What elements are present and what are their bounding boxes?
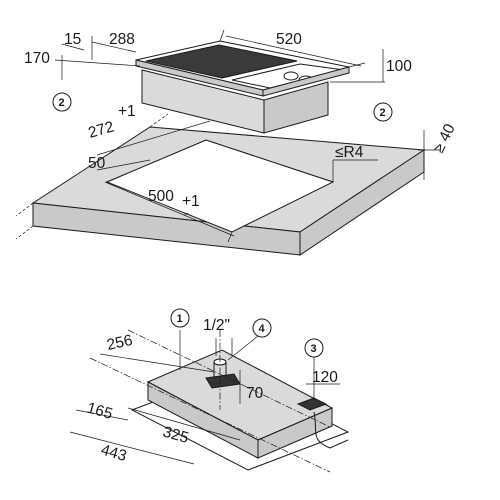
dim-100: 100 <box>386 58 412 75</box>
callout-2-left <box>52 92 72 112</box>
dim-line-256 <box>99 353 215 373</box>
ext-line-520-a <box>219 29 225 42</box>
centerline-a <box>89 357 331 473</box>
dim-443: 443 <box>99 442 129 465</box>
dim-288: 288 <box>109 31 135 48</box>
dim-70: 70 <box>246 385 264 402</box>
dim-pipe: 1/2" <box>203 317 230 334</box>
dim-line-520 <box>225 35 362 67</box>
leader-callout-4 <box>227 335 259 361</box>
dim-165: 165 <box>85 400 115 423</box>
dim-line-15 <box>61 43 85 51</box>
dim-line-272 <box>96 120 211 156</box>
callout-1 <box>170 308 190 328</box>
worktop-break-left2 <box>15 225 34 240</box>
dim-120: 120 <box>312 369 338 386</box>
callout-3 <box>304 338 324 358</box>
dim-line-500 <box>104 181 235 237</box>
ext-line-500 <box>227 231 233 243</box>
dim-15: 15 <box>64 31 81 48</box>
ext-line-170 <box>54 59 141 67</box>
cooktop-casing-side <box>263 81 329 134</box>
knob-left-icon <box>283 71 299 81</box>
underside-view: 256 1/2" 70 120 165 325 443 1 4 3 <box>69 308 350 473</box>
dim-r4: ≤R4 <box>335 144 364 161</box>
callout-2-right <box>373 102 393 122</box>
dim-170: 170 <box>24 50 50 67</box>
ext-line-520-b <box>348 62 366 68</box>
callout-4-label: 4 <box>259 323 266 335</box>
dim-line-325 <box>127 407 241 441</box>
power-cable <box>313 411 349 449</box>
callout-4 <box>252 318 272 338</box>
dim-500-tol-minus: - <box>184 205 189 222</box>
callout-1-label: 1 <box>177 313 183 325</box>
top-dimensions: 15 288 520 170 100 272 +1 50 500 +1 - ≤R… <box>24 29 459 243</box>
callout-2-right-label: 2 <box>380 107 386 119</box>
dim-325: 325 <box>161 424 191 447</box>
cable-box <box>296 397 328 411</box>
dim-272: 272 <box>86 118 116 141</box>
dim-line-288 <box>91 41 137 53</box>
cutout-back-edge <box>106 139 334 183</box>
dim-line-50 <box>96 159 151 171</box>
callout-3-label: 3 <box>311 343 317 355</box>
dim-500-tol: +1 <box>182 193 200 210</box>
worktop <box>15 113 426 256</box>
cooktop-frame-side-edge <box>262 66 350 97</box>
cooktop <box>135 40 350 134</box>
underside-casing-side <box>257 407 333 459</box>
dim-line-165 <box>75 409 129 421</box>
callout-2-left-label: 2 <box>59 97 65 109</box>
dim-256: 256 <box>105 332 134 354</box>
worktop-break-left <box>15 202 34 217</box>
dim-520: 520 <box>276 31 302 48</box>
dim-500: 500 <box>148 188 174 205</box>
worktop-break-back <box>149 113 169 128</box>
cooktop-glass <box>145 44 298 79</box>
dim-272-tol: +1 <box>118 103 136 120</box>
dim-50: 50 <box>88 155 106 172</box>
dim-line-443 <box>69 431 195 465</box>
dim-40: ≥ 40 <box>430 121 459 156</box>
